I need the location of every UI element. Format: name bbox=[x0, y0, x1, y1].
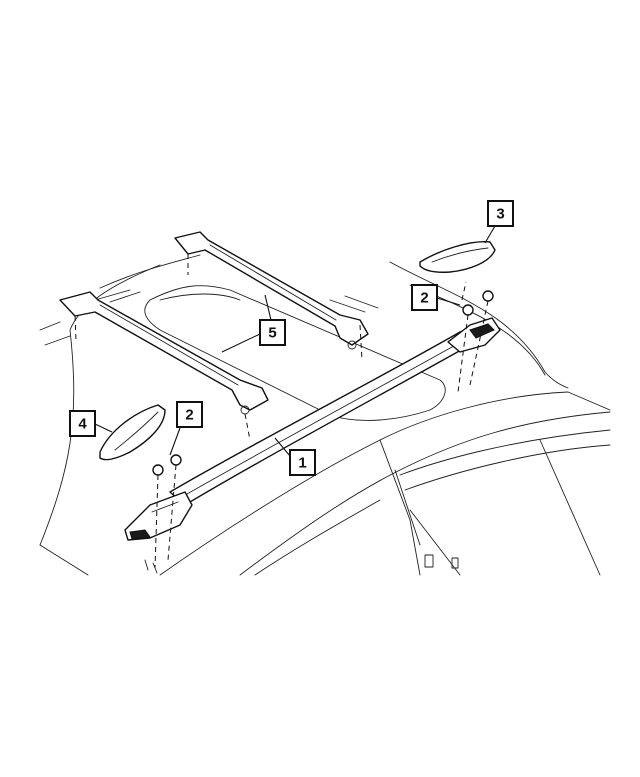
front-end-cap bbox=[419, 241, 496, 273]
callout-label-2-rear: 2 bbox=[185, 407, 193, 424]
callout-2-front: 2 bbox=[411, 284, 461, 311]
callout-4: 4 bbox=[69, 410, 113, 437]
callout-5: 5 bbox=[221, 294, 286, 353]
front-crossbar bbox=[174, 231, 369, 361]
rear-end-cap bbox=[99, 404, 166, 461]
callout-label-3: 3 bbox=[496, 206, 504, 223]
callout-label-5: 5 bbox=[268, 325, 276, 342]
callout-label-2-front: 2 bbox=[420, 290, 428, 307]
rear-nuts bbox=[144, 454, 182, 574]
callout-label-1: 1 bbox=[298, 455, 306, 472]
callout-3: 3 bbox=[484, 200, 514, 244]
callout-1: 1 bbox=[274, 437, 316, 476]
vehicle-roof-outline bbox=[39, 254, 611, 576]
front-nuts bbox=[457, 281, 494, 393]
side-rail bbox=[124, 317, 501, 541]
callout-2-rear: 2 bbox=[169, 401, 203, 456]
callout-label-4: 4 bbox=[78, 416, 87, 433]
rear-crossbar bbox=[59, 291, 269, 441]
